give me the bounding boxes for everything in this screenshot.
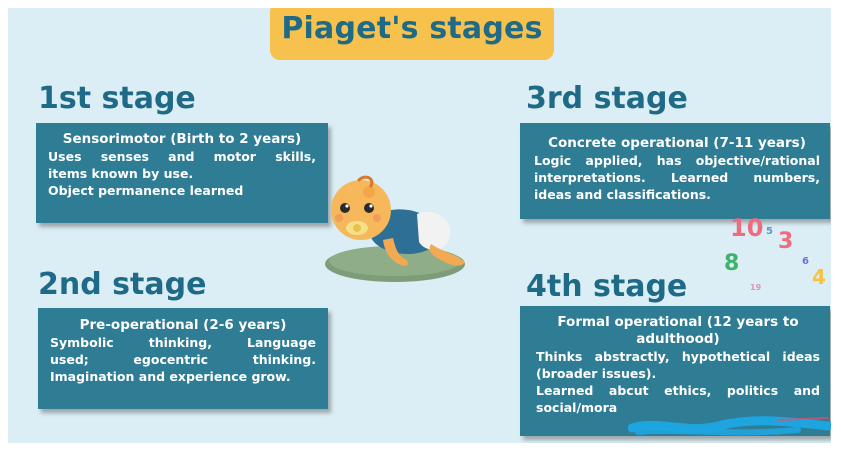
stage-2-card-body: Symbolic thinking, Language used; egocen… <box>50 334 316 385</box>
number-8: 8 <box>724 251 739 276</box>
crawling-baby-illustration <box>325 175 465 282</box>
stage-2-line-2: used; egocentric thinking. <box>50 352 316 367</box>
stage-1-heading: 1st stage <box>38 81 196 116</box>
stage-1-line-2: items known by use. <box>48 166 194 181</box>
stage-1-card: Sensorimotor (Birth to 2 years) Uses sen… <box>36 123 328 223</box>
stage-4-line-3: Learned abcut ethics, politics and <box>536 383 820 398</box>
stage-3-line-3: ideas and classifications. <box>534 187 711 202</box>
stage-2-card-title: Pre-operational (2-6 years) <box>79 317 287 333</box>
stage-4-line-1: Thinks abstractly, hypothetical ideas <box>536 349 820 364</box>
stage-2-heading: 2nd stage <box>38 267 207 302</box>
scribble-overlay <box>628 416 831 436</box>
stage-3-card-body: Logic applied, has objective/rational in… <box>534 152 820 203</box>
stage-1-card-title: Sensorimotor (Birth to 2 years) <box>62 131 302 147</box>
number-small-2: 6 <box>802 256 809 267</box>
stage-3-line-1: Logic applied, has objective/rational <box>534 153 820 168</box>
stage-3-line-2: interpretations. Learned numbers, <box>534 170 820 185</box>
number-10: 10 <box>730 214 763 242</box>
number-4: 4 <box>812 265 826 289</box>
stage-4-title-line-1: Formal operational (12 years to <box>557 314 799 330</box>
stage-4-card-title: Formal operational (12 years to adulthoo… <box>536 314 820 348</box>
stage-4-card: Formal operational (12 years to adulthoo… <box>520 306 830 436</box>
stage-4-card-body: Thinks abstractly, hypothetical ideas (b… <box>536 348 820 416</box>
stage-2-line-3: Imagination and experience grow. <box>50 369 291 384</box>
page-title: Piaget's stages <box>281 11 543 46</box>
stage-4-line-2: (broader issues). <box>536 366 657 381</box>
number-3: 3 <box>778 229 793 254</box>
stage-1-card-body: Uses senses and motor skills, items know… <box>48 148 316 199</box>
stage-4-line-4: social/mora <box>536 400 618 415</box>
stage-1-line-3: Object permanence learned <box>48 183 244 198</box>
stage-1-line-1: Uses senses and motor skills, <box>48 149 316 164</box>
number-small-3: 19 <box>750 283 762 292</box>
numbers-illustration: 10 3 8 4 5 6 19 <box>724 214 826 292</box>
title-banner: Piaget's stages <box>270 8 554 60</box>
stage-2-card: Pre-operational (2-6 years) Symbolic thi… <box>38 308 328 409</box>
stage-3-heading: 3rd stage <box>526 81 688 116</box>
stage-4-title-line-2: adulthood) <box>636 331 720 347</box>
stage-3-card-title: Concrete operational (7-11 years) <box>548 135 806 151</box>
stage-4-heading: 4th stage <box>526 269 688 304</box>
stage-2-line-1: Symbolic thinking, Language <box>50 335 316 350</box>
slide: Piaget's stages 1st stage Sensorimotor (… <box>8 8 831 443</box>
number-small-1: 5 <box>766 226 773 237</box>
stage-3-card: Concrete operational (7-11 years) Logic … <box>520 123 830 219</box>
